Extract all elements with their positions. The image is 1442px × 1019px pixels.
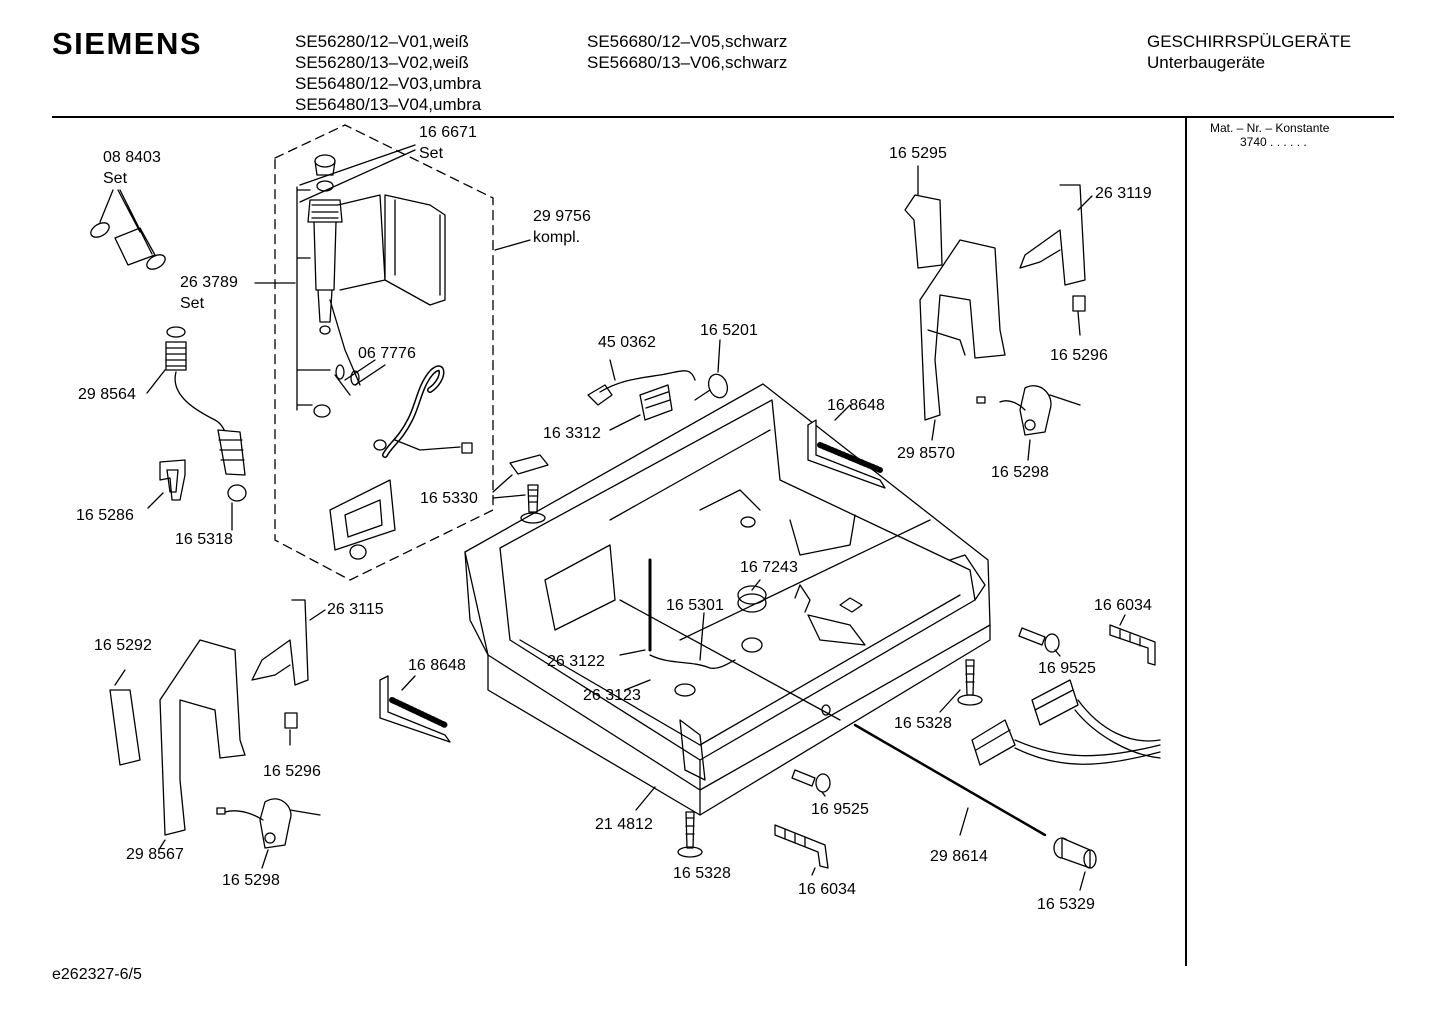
part-label: Set xyxy=(180,295,205,312)
screw-169525-b xyxy=(791,769,831,797)
model-line: SE56480/12–V03,umbra xyxy=(295,74,482,93)
part-label: 16 5329 xyxy=(1037,896,1095,913)
leader-166671 xyxy=(299,144,416,203)
part-label: 16 8648 xyxy=(408,657,466,674)
part-label: 16 5296 xyxy=(263,763,321,780)
sidebar-divider xyxy=(1185,118,1187,966)
model-line: SE56280/12–V01,weiß xyxy=(295,32,469,51)
base-frame xyxy=(464,383,991,816)
part-label: 16 9525 xyxy=(811,801,869,818)
part-label: 16 6671 xyxy=(419,124,477,141)
model-line: SE56680/13–V06,schwarz xyxy=(587,53,788,72)
part-label: 29 8614 xyxy=(930,848,988,865)
gasket-165301 xyxy=(674,683,696,697)
part-label: 29 8564 xyxy=(78,386,136,403)
rod-298614 xyxy=(853,723,1047,837)
mat-value: 3740 . . . . . . xyxy=(1240,135,1307,149)
leader-299756 xyxy=(494,239,531,251)
model-line: SE56480/13–V04,umbra xyxy=(295,95,482,114)
model-line: SE56280/13–V02,weiß xyxy=(295,53,469,72)
leader-214812 xyxy=(635,786,656,811)
bracket-right xyxy=(904,165,1093,441)
part-label: 29 8567 xyxy=(126,846,184,863)
part-label: 29 8570 xyxy=(897,445,955,462)
connector-166034-a xyxy=(1109,614,1156,666)
part-label: kompl. xyxy=(533,229,581,246)
drawing-code: e262327-6/5 xyxy=(52,966,142,983)
assembly-boundary xyxy=(274,124,494,581)
part-label: 16 5328 xyxy=(673,865,731,882)
part-label: 16 6034 xyxy=(798,881,856,898)
part-label: 29 9756 xyxy=(533,208,591,225)
category-title: GESCHIRRSPÜLGERÄTE xyxy=(1147,32,1352,51)
part-label: 06 7776 xyxy=(358,345,416,362)
subcategory-title: Unterbaugeräte xyxy=(1147,53,1266,72)
part-label: 26 3122 xyxy=(547,653,605,670)
part-label: 16 5286 xyxy=(76,507,134,524)
pump-assembly xyxy=(307,154,473,560)
model-list-2: SE56680/12–V05,schwarz SE56680/13–V06,sc… xyxy=(587,31,787,73)
part-label: 16 5328 xyxy=(894,715,952,732)
hose-clamp-set xyxy=(90,189,166,270)
bracket-165286 xyxy=(147,459,233,531)
part-label: 16 3312 xyxy=(543,425,601,442)
part-label: 26 3123 xyxy=(583,687,641,704)
part-label: 16 7243 xyxy=(740,559,798,576)
part-label: 16 5318 xyxy=(175,531,233,548)
leader-067776 xyxy=(344,359,386,386)
harness-450362 xyxy=(587,339,729,431)
screw-169525-a xyxy=(1018,627,1061,657)
sensor-right xyxy=(976,385,1081,461)
leader-167243 xyxy=(699,579,761,661)
part-label: 16 8648 xyxy=(827,397,885,414)
mat-label: Mat. – Nr. – Konstante xyxy=(1210,121,1330,135)
bracket-left xyxy=(109,599,326,849)
part-label: Set xyxy=(103,170,128,187)
part-label: 08 8403 xyxy=(103,149,161,166)
hose-298564 xyxy=(146,326,247,502)
part-label: 45 0362 xyxy=(598,334,656,351)
model-line: SE56680/12–V05,schwarz xyxy=(587,32,788,51)
part-label: 26 3115 xyxy=(327,601,384,618)
part-label: 16 9525 xyxy=(1038,660,1096,677)
spring-left xyxy=(379,675,451,743)
category-block: GESCHIRRSPÜLGERÄTE Unterbaugeräte xyxy=(1147,31,1351,73)
spring-right xyxy=(807,404,886,489)
part-label: 21 4812 xyxy=(595,816,653,833)
part-label: 16 5330 xyxy=(420,490,478,507)
foot-165328-right xyxy=(939,659,983,713)
part-label: 16 5296 xyxy=(1050,347,1108,364)
part-label: 16 5295 xyxy=(889,145,947,162)
part-label: 16 5298 xyxy=(991,464,1049,481)
foot-165328-bottom xyxy=(677,811,703,858)
connector-166034-b xyxy=(774,824,829,876)
part-label: 16 6034 xyxy=(1094,597,1152,614)
cap-165329 xyxy=(1053,837,1097,891)
part-label: 16 5298 xyxy=(222,872,280,889)
model-list-1: SE56280/12–V01,weiß SE56280/13–V02,weiß … xyxy=(295,31,481,115)
part-label: Set xyxy=(419,145,444,162)
wire-263122 xyxy=(649,654,736,669)
part-label: 26 3119 xyxy=(1095,185,1152,202)
part-label: 16 5301 xyxy=(666,597,724,614)
brand-logo: SIEMENS xyxy=(52,26,203,61)
sensor-left xyxy=(216,798,321,869)
part-label: 16 5201 xyxy=(700,322,758,339)
header-divider xyxy=(52,116,1394,118)
screw-165330 xyxy=(492,454,549,524)
part-label: 16 5292 xyxy=(94,637,152,654)
plug-harness xyxy=(971,679,1161,766)
part-label: 26 3789 xyxy=(180,274,238,291)
leader-298614 xyxy=(959,807,969,836)
